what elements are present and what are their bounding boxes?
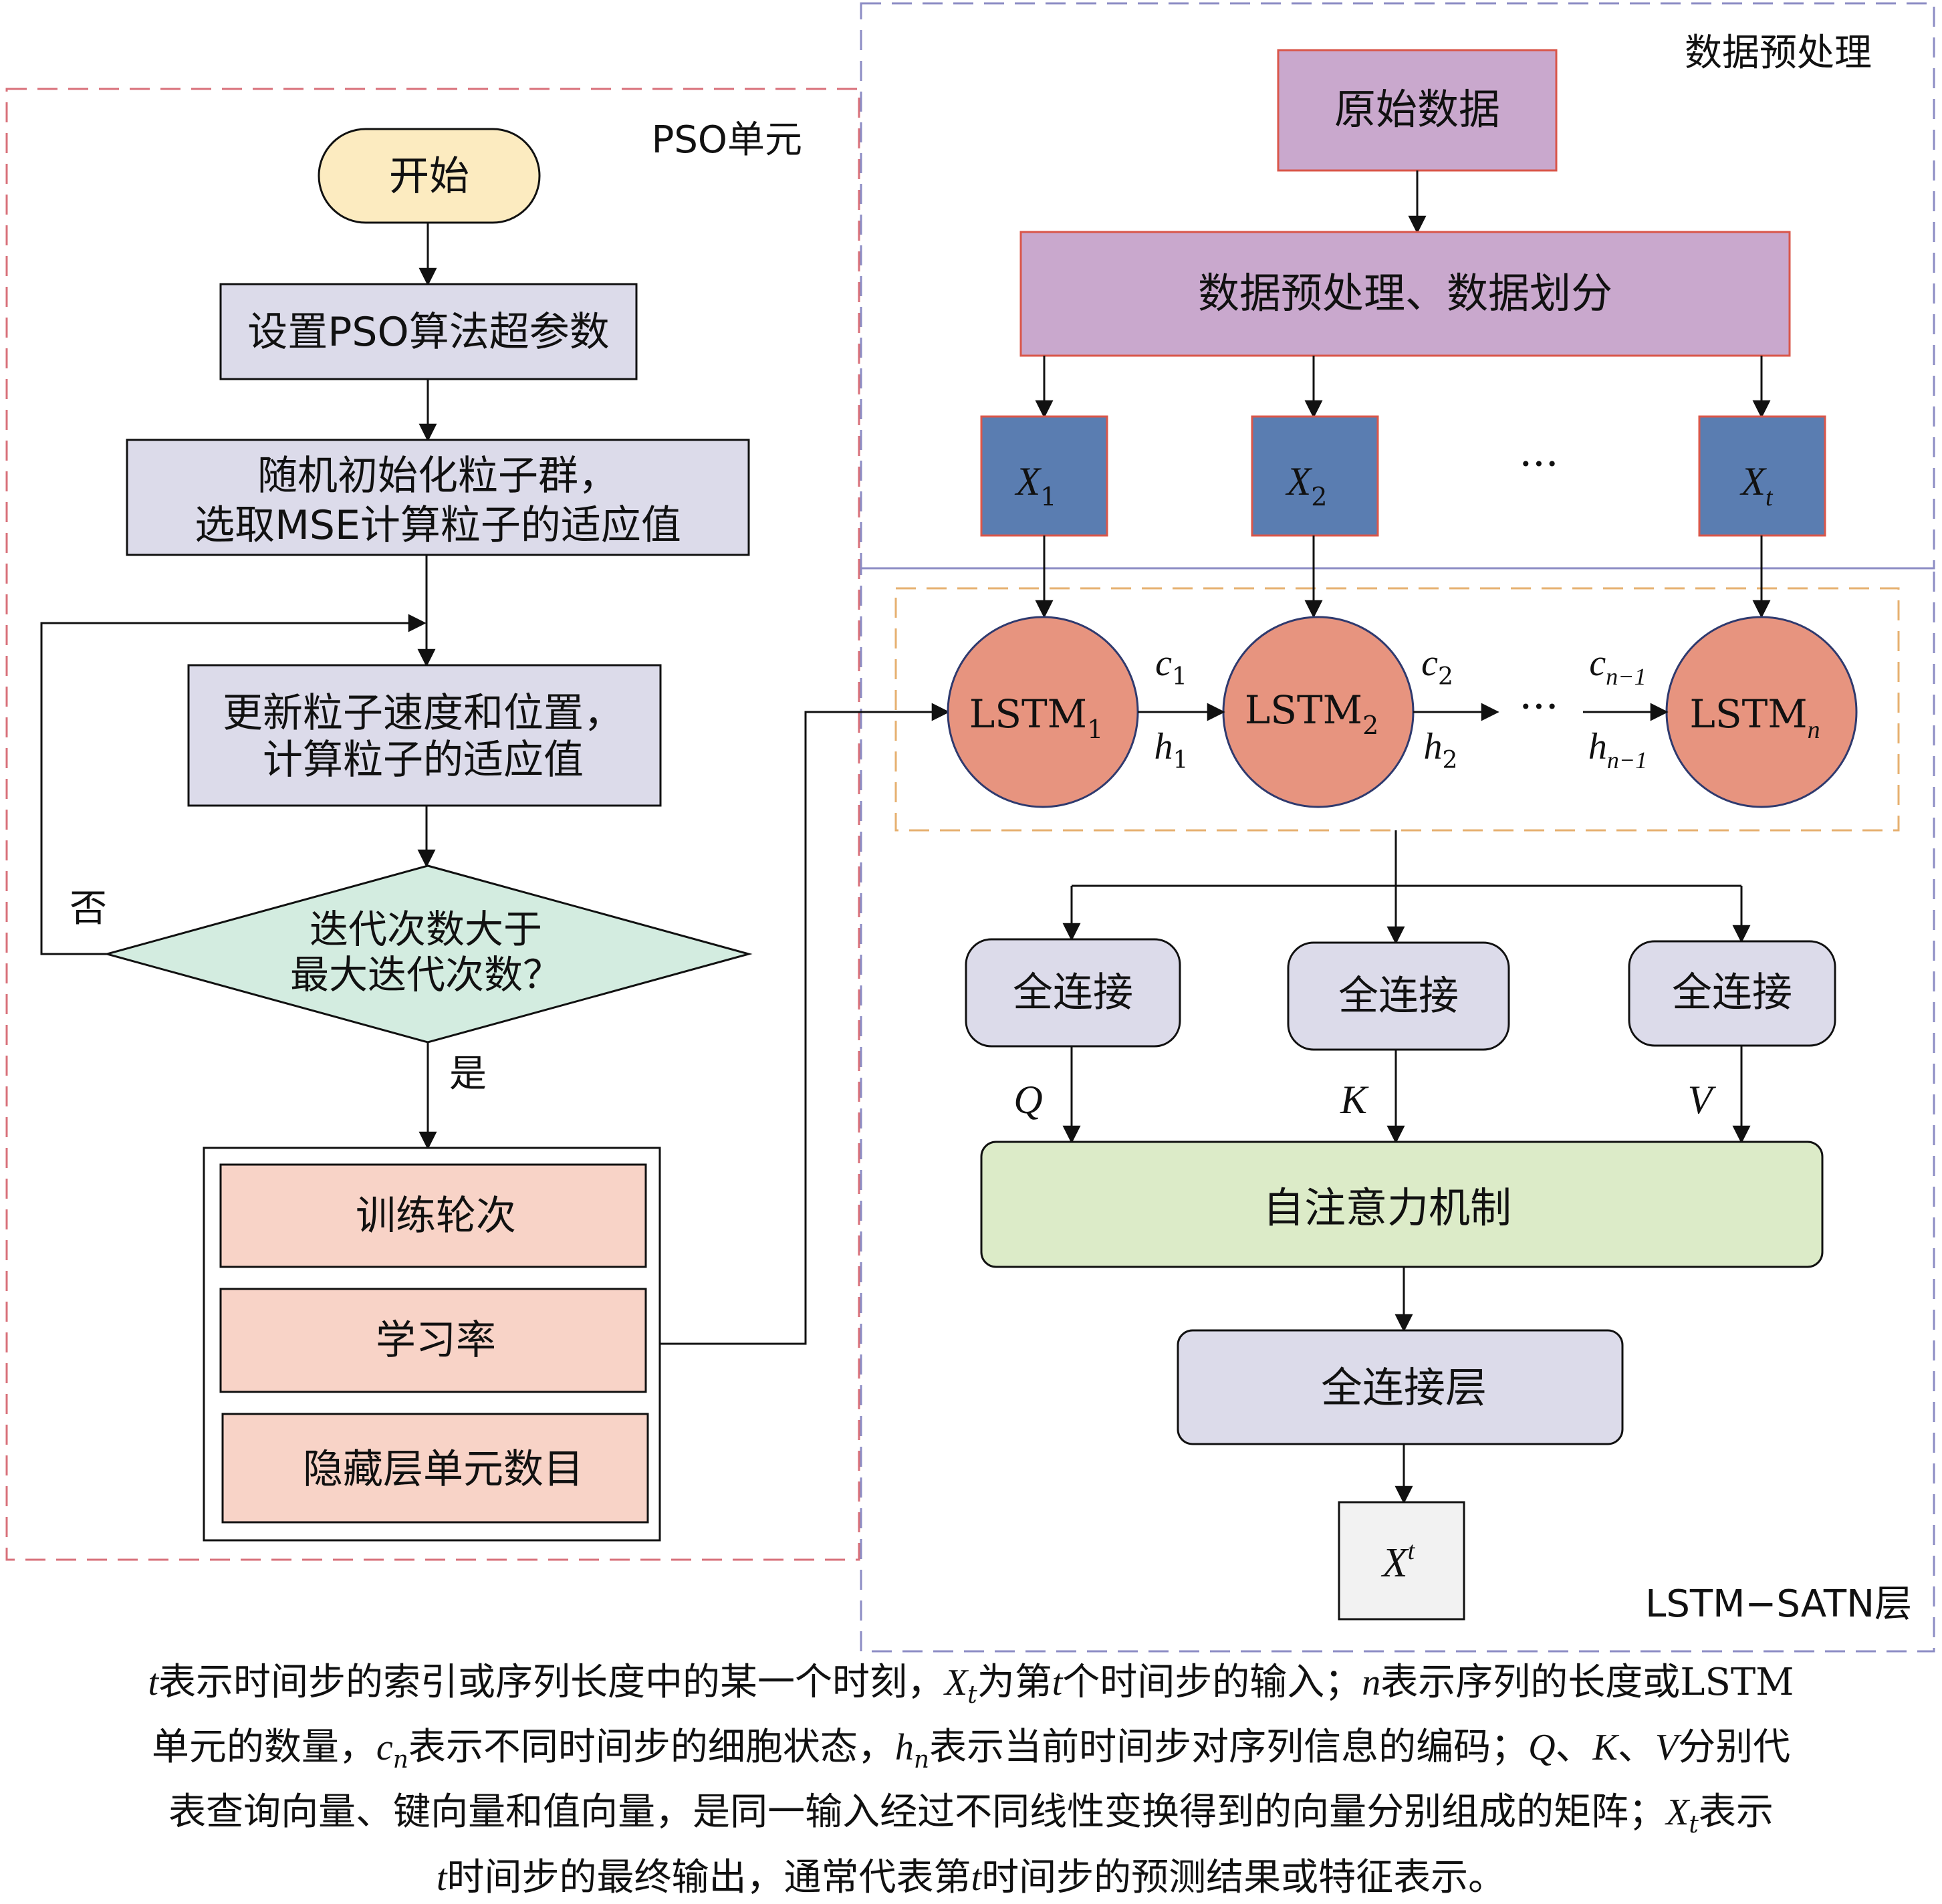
params-to-lstm-arrow — [660, 703, 950, 1345]
preprocess-region-border — [860, 2, 1935, 570]
caption-run: 单元的数量， — [151, 1726, 376, 1770]
caption-line-3: 表查询向量、键向量和值向量，是同一输入经过不同线性变换得到的向量分别组成的矩阵；… — [0, 1786, 1942, 1851]
no-loop-arrow — [40, 614, 427, 955]
inputs-ellipsis: ··· — [1519, 439, 1558, 488]
caption-run: 、 — [1555, 1726, 1593, 1770]
figure-caption: t表示时间步的索引或序列长度中的某一个时刻，Xt为第t个时间步的输入；n表示序列… — [0, 1657, 1942, 1899]
caption-run: V — [1655, 1727, 1679, 1769]
split-label: 数据预处理、数据划分 — [1198, 269, 1612, 318]
param-hidden-label: 隐藏层单元数目 — [303, 1446, 584, 1493]
output-box — [1338, 1501, 1465, 1621]
fc-q-box — [965, 938, 1181, 1048]
q-label: Q — [1013, 1078, 1042, 1122]
fc-k-box — [1287, 941, 1510, 1051]
split-box — [1019, 231, 1791, 357]
hn-1-label: hn−1 — [1588, 726, 1647, 774]
caption-run: 表示不同时间步的细胞状态， — [408, 1726, 895, 1770]
init-swarm-line1: 随机初始化粒子群， — [257, 453, 618, 499]
input-x2-label: X2 — [1286, 459, 1328, 511]
fc-q-label: 全连接 — [1013, 969, 1133, 1016]
caption-run: Q — [1528, 1727, 1556, 1769]
caption-run: 时间步的最终输出，通常代表第 — [447, 1855, 971, 1899]
caption-run: 时间步的预测结果或特征表示。 — [981, 1855, 1506, 1899]
h1-label: h1 — [1155, 726, 1189, 774]
lstm-satn-region-border — [860, 567, 1935, 1653]
fc-v-label: 全连接 — [1672, 969, 1792, 1016]
caption-run: t — [148, 1662, 159, 1703]
fc-layer-label: 全连接层 — [1321, 1363, 1487, 1412]
update-particles-line1: 更新粒子速度和位置， — [223, 690, 624, 737]
c1-label: c1 — [1155, 642, 1187, 691]
yes-label: 是 — [449, 1052, 487, 1096]
input-x1-label: X1 — [1015, 459, 1057, 511]
self-attention-box — [980, 1141, 1824, 1268]
k-label: K — [1340, 1078, 1369, 1122]
caption-run: t — [1052, 1662, 1063, 1703]
caption-run: 表查询向量、键向量和值向量，是同一输入经过不同线性变换得到的向量分别组成的矩阵； — [168, 1790, 1667, 1834]
cn-1-label: cn−1 — [1589, 642, 1646, 690]
lstm-satn-region-label: LSTM−SATN层 — [1645, 1582, 1912, 1626]
init-swarm-line2: 选取MSE计算粒子的适应值 — [195, 502, 681, 549]
c2-label: c2 — [1421, 642, 1453, 691]
param-lr-box — [219, 1288, 647, 1393]
h2-label: h2 — [1424, 726, 1458, 774]
caption-run: 表示时间步的索引或序列长度中的某一个时刻， — [158, 1661, 945, 1704]
param-hidden-box — [221, 1413, 649, 1524]
caption-run: t — [436, 1857, 447, 1899]
decision-line2: 最大迭代次数？ — [290, 952, 562, 997]
lstm-cell-n-label: LSTMn — [1689, 691, 1820, 744]
self-attention-label: 自注意力机制 — [1263, 1183, 1511, 1232]
param-epochs-label: 训练轮次 — [356, 1193, 516, 1239]
input-x2-box — [1251, 415, 1379, 537]
caption-run: 分别代 — [1678, 1726, 1791, 1770]
caption-run: n — [1362, 1662, 1381, 1703]
caption-run: 个时间步的输入； — [1062, 1661, 1362, 1704]
caption-run: 表示序列的长度或LSTM — [1380, 1661, 1794, 1704]
caption-run: n — [392, 1746, 408, 1774]
caption-line-1: t表示时间步的索引或序列长度中的某一个时刻，Xt为第t个时间步的输入；n表示序列… — [0, 1657, 1942, 1721]
fc-v-box — [1628, 940, 1836, 1047]
lstm-chain-border — [894, 587, 1900, 832]
caption-run: X — [945, 1662, 968, 1703]
input-x1-box — [980, 415, 1108, 537]
caption-run: 、 — [1617, 1726, 1655, 1770]
caption-run: c — [376, 1727, 393, 1769]
output-label: Xt — [1380, 1537, 1416, 1586]
input-xt-label: Xt — [1739, 459, 1774, 511]
caption-run: t — [1689, 1811, 1699, 1839]
set-params-label: 设置PSO算法超参数 — [247, 309, 610, 356]
lstm-ellipsis: ··· — [1519, 682, 1558, 731]
v-label: V — [1688, 1078, 1717, 1122]
caption-line-2: 单元的数量，cn表示不同时间步的细胞状态，hn表示当前时间步对序列信息的编码；Q… — [0, 1721, 1942, 1786]
caption-line-4: t时间步的最终输出，通常代表第t时间步的预测结果或特征表示。 — [0, 1852, 1942, 1904]
pso-region-label: PSO单元 — [652, 118, 802, 162]
start-node — [318, 128, 541, 224]
caption-run: 为第 — [977, 1661, 1052, 1704]
fc-k-label: 全连接 — [1338, 973, 1459, 1020]
caption-run: 表示当前时间步对序列信息的编码； — [929, 1726, 1529, 1770]
param-epochs-box — [219, 1163, 647, 1268]
caption-run: K — [1592, 1727, 1618, 1769]
caption-run: t — [967, 1681, 977, 1709]
caption-run: t — [971, 1857, 982, 1899]
param-lr-label: 学习率 — [376, 1317, 496, 1364]
pso-region-border — [5, 88, 860, 1561]
caption-run: n — [913, 1746, 930, 1774]
caption-run: h — [894, 1727, 914, 1769]
raw-data-label: 原始数据 — [1334, 85, 1500, 134]
no-label: 否 — [70, 887, 107, 931]
input-xt-box — [1698, 415, 1826, 537]
start-label: 开始 — [389, 153, 469, 200]
caption-run: X — [1666, 1792, 1689, 1834]
lstm-cell-1-label: LSTM1 — [969, 691, 1104, 744]
init-swarm-box — [126, 439, 750, 556]
caption-run: 表示 — [1698, 1790, 1774, 1834]
preprocess-region-label: 数据预处理 — [1685, 31, 1872, 75]
update-particles-line2: 计算粒子的适应值 — [263, 737, 584, 784]
fc-layer-box — [1177, 1329, 1624, 1445]
lstm-cell-2-label: LSTM2 — [1245, 687, 1379, 740]
decision-line1: 迭代次数大于 — [310, 907, 542, 952]
update-particles-box — [187, 664, 662, 807]
